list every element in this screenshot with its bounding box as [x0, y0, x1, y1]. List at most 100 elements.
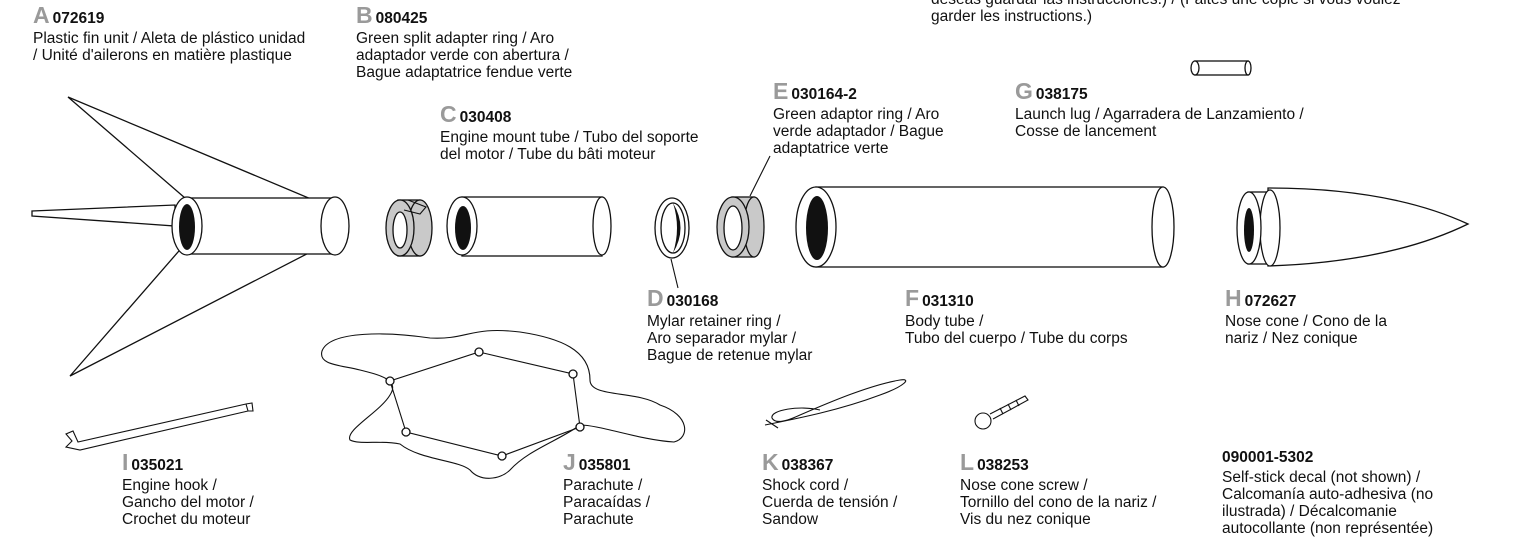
nose-cone-shoulder-edge	[1259, 189, 1281, 267]
part-letter: K	[762, 449, 779, 475]
part-description-line: Calcomanía auto-adhesiva (no	[1222, 486, 1434, 503]
part-description-line: Nose cone screw /	[960, 477, 1088, 494]
nose-cone-drawing	[1236, 187, 1470, 267]
parachute-grommet	[401, 427, 411, 437]
part-letter: L	[960, 449, 975, 475]
parachute-shroud-lines	[389, 351, 581, 457]
instructions-note-line: garder les instructions.)	[931, 8, 1093, 25]
parachute-grommet	[497, 451, 507, 461]
part-letter: J	[563, 449, 576, 475]
engine-mount-tube-body	[461, 196, 603, 257]
mylar-ring-shade	[673, 203, 681, 253]
nose-cone-hole	[1244, 208, 1254, 252]
part-description-line: autocollante (non représentée)	[1222, 520, 1434, 537]
part-description-line: del motor / Tube du bâti moteur	[440, 146, 656, 163]
launch-lug-body	[1194, 60, 1249, 76]
fin-middle	[31, 204, 176, 227]
engine-mount-tube-opening	[455, 206, 471, 250]
fin-unit-drawing	[31, 96, 350, 377]
screw-eye-drawing	[974, 395, 1029, 430]
launch-lug-mouth	[1190, 60, 1200, 76]
part-code: 030408	[459, 109, 512, 126]
launch-lug-end	[1244, 60, 1252, 76]
shock-cord-end	[765, 419, 779, 429]
engine-hook-drawing	[64, 402, 254, 451]
part-description-line: Mylar retainer ring /	[647, 313, 781, 330]
part-label-decal: 090001-5302 Self-stick decal (not shown)…	[1222, 447, 1433, 537]
part-description-line: Cosse de lancement	[1015, 123, 1157, 140]
part-code: 072619	[52, 10, 105, 27]
mylar-ring-drawing	[654, 197, 690, 289]
part-description-line: Self-stick decal (not shown) /	[1222, 469, 1421, 486]
part-letter: C	[440, 101, 457, 127]
instructions-note: deseas guardar las instrucciones.) / (Fa…	[931, 0, 1401, 25]
part-description-line: Sandow	[762, 511, 819, 528]
parachute-grommet	[474, 347, 484, 357]
split-ring-hole	[392, 211, 408, 249]
part-description-line: Parachute	[563, 511, 634, 528]
fin-unit-tube-opening	[179, 204, 195, 250]
part-code: 038175	[1035, 86, 1088, 103]
parachute-drawing	[321, 329, 686, 479]
engine-mount-tube-end	[592, 196, 612, 256]
part-description-line: nariz / Nez conique	[1225, 330, 1358, 347]
part-code: 035801	[578, 457, 631, 474]
launch-lug-drawing	[1190, 60, 1252, 76]
part-letter: G	[1015, 78, 1033, 104]
body-tube-opening	[806, 196, 828, 260]
part-code: 031310	[922, 293, 974, 310]
screw-eye-loop	[974, 412, 992, 430]
part-letter: I	[122, 449, 129, 475]
part-description-line: Vis du nez conique	[960, 511, 1091, 528]
part-description-line: Green adaptor ring / Aro	[773, 106, 940, 123]
part-description-line: Bague de retenue mylar	[647, 347, 813, 364]
part-letter: A	[33, 2, 50, 28]
part-description-line: Parachute /	[563, 477, 643, 494]
part-code: 072627	[1244, 293, 1297, 310]
part-code: 030168	[666, 293, 719, 310]
part-description-line: Plastic fin unit / Aleta de plástico uni…	[33, 30, 306, 47]
split-ring-slit	[403, 199, 427, 215]
mylar-ring-inner	[660, 202, 686, 254]
body-tube-end	[1151, 186, 1175, 268]
part-description-line: ilustrada) / Décalcomanie	[1222, 503, 1397, 520]
mylar-ring-leader	[670, 258, 679, 289]
screw-eye-thread	[999, 399, 1020, 415]
adaptor-ring-leader	[749, 155, 771, 197]
part-description-line: Bague adaptatrice fendue verte	[356, 64, 573, 81]
part-description-line: Aro separador mylar /	[647, 330, 797, 347]
part-description-line: adaptatrice verte	[773, 140, 889, 157]
split-adapter-ring-drawing	[385, 199, 433, 257]
part-letter: F	[905, 285, 920, 311]
part-description-line: Tornillo del cono de la nariz /	[960, 494, 1157, 511]
part-description-line: Crochet du moteur	[122, 511, 251, 528]
parachute-grommet	[575, 422, 585, 432]
part-code: 038253	[977, 457, 1029, 474]
fin-upper	[67, 96, 333, 216]
screw-eye-shank	[989, 395, 1029, 420]
part-description-line: Paracaídas /	[563, 494, 651, 511]
part-description-line: adaptador verde con abertura /	[356, 47, 569, 64]
part-description-line: Body tube /	[905, 313, 984, 330]
instructions-note-line: deseas guardar las instrucciones.) / (Fa…	[931, 0, 1401, 8]
part-code: 030164-2	[791, 86, 857, 103]
part-letter: E	[773, 78, 789, 104]
part-description-line: Tubo del cuerpo / Tube du corps	[905, 330, 1128, 347]
part-description-line: Shock cord /	[762, 477, 849, 494]
fin-unit-tube	[184, 197, 336, 255]
body-tube-drawing	[795, 186, 1175, 268]
adaptor-ring-hole	[723, 205, 743, 251]
